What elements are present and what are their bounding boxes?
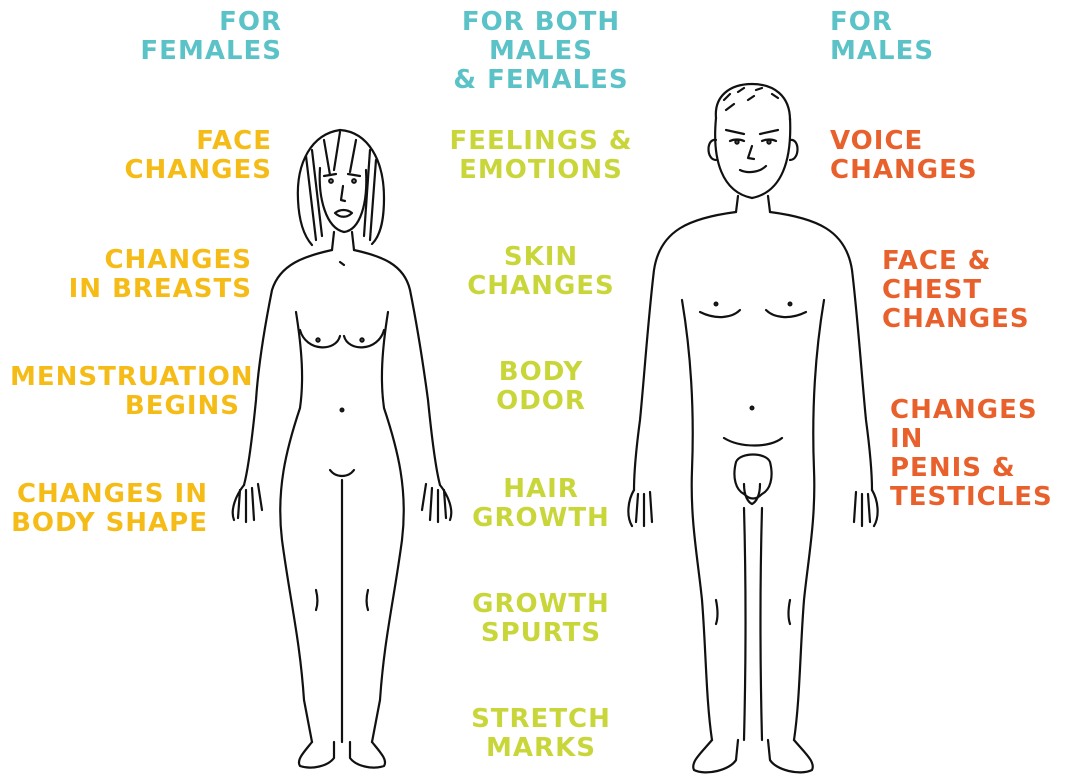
female-figure-icon xyxy=(233,130,452,768)
male-figure-icon xyxy=(628,84,877,772)
